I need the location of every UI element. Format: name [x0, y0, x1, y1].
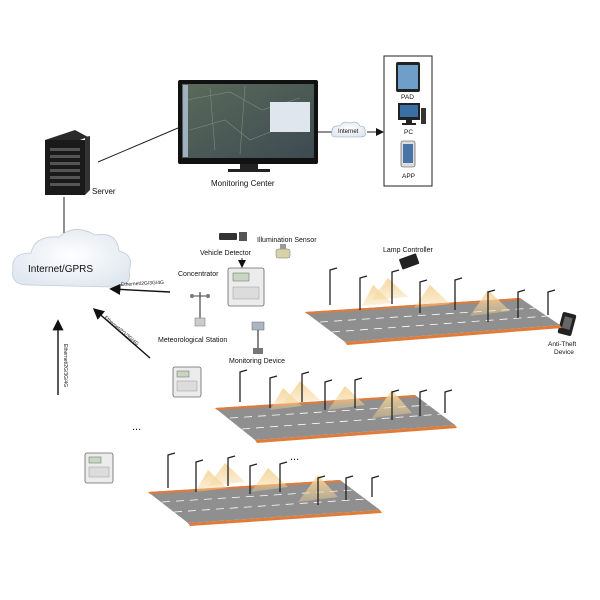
lamp-controller-icon [399, 253, 420, 270]
lamp-controller-label: Lamp Controller [383, 247, 433, 254]
lamp-poles-road-1 [329, 267, 556, 322]
link-label-2: Ethernet/2G/3G/4G [103, 315, 140, 347]
concentrator-icon-3 [84, 452, 114, 484]
vehicle-detector-label: Vehicle Detector [200, 250, 252, 257]
internet-gprs-cloud-icon [12, 229, 132, 288]
illumination-sensor-icon [275, 244, 291, 259]
server-monitor-link [97, 127, 179, 163]
anti-theft-device-icon [557, 312, 577, 336]
pad-label: PAD [401, 94, 414, 101]
ellipsis-2: ... [290, 451, 299, 463]
illumination-sensor-label: Illumination Sensor [257, 237, 317, 244]
pc-label: PC [404, 129, 413, 136]
link-arrow-3: Ethernet/2G/3G/4G [52, 319, 68, 395]
pad-icon [396, 62, 420, 92]
anti-theft-label-line2: Device [554, 349, 574, 356]
ellipsis-1: ... [132, 421, 141, 433]
concentrator-icon-2 [172, 366, 202, 398]
concentrator-label: Concentrator [178, 271, 219, 278]
monitor-icon [178, 80, 318, 172]
phone-app-icon [400, 140, 416, 168]
lamp-poles-road-2 [239, 369, 453, 420]
light-beams-road-1 [362, 278, 510, 316]
meteorological-station-label: Meteorological Station [158, 337, 227, 344]
monitoring-center-label: Monitoring Center [211, 179, 275, 188]
link-label-3: Ethernet/2G/3G/4G [62, 344, 68, 387]
lamp-poles-road-3 [167, 452, 380, 505]
vehicle-detector-icon [219, 232, 247, 241]
anti-theft-label-line1: Anti-Theft [548, 341, 576, 348]
internet-cloud-icon [331, 121, 366, 138]
internet-label: Internet [338, 129, 359, 135]
monitoring-device-label: Monitoring Device [229, 358, 285, 365]
app-label: APP [402, 173, 415, 180]
meteorological-station-icon [190, 292, 210, 327]
monitoring-device-icon [251, 321, 265, 354]
link-arrow-2: Ethernet/2G/3G/4G [92, 308, 151, 359]
server-label: Server [92, 187, 116, 196]
link-label-1: Ethernet/2G/3G/4G [121, 280, 164, 288]
pc-icon [398, 103, 426, 125]
link-arrow-1: Ethernet/2G/3G/4G [109, 280, 171, 296]
internet-gprs-label: Internet/GPRS [28, 264, 93, 275]
concentrator-icon [227, 267, 265, 307]
server-icon [45, 130, 90, 195]
